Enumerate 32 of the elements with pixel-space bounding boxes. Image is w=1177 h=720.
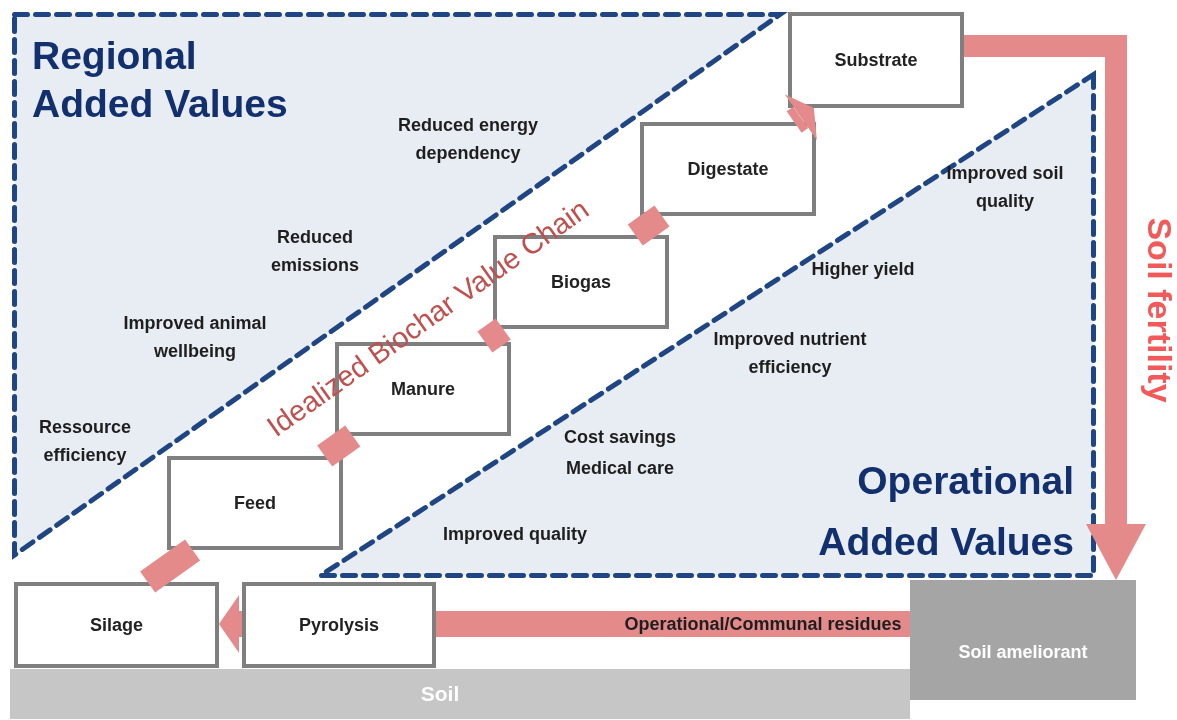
- soil-band: [10, 669, 910, 719]
- value-label: Cost savings: [562, 426, 677, 449]
- process-box: [640, 122, 816, 216]
- soil-ameliorant-block: [910, 580, 1136, 700]
- value-label: Reduced emissions: [269, 226, 360, 277]
- step-label: Substrate: [834, 49, 918, 71]
- value-label: Improved nutrient efficiency: [712, 328, 868, 379]
- value-label: Higher yield: [810, 258, 916, 281]
- block-label: Soil ameliorant: [958, 641, 1088, 663]
- process-box: [167, 456, 343, 550]
- step-label: Pyrolysis: [298, 614, 380, 636]
- value-label: Medical care: [564, 457, 676, 480]
- arrow: [784, 94, 817, 141]
- value-label: Improved soil quality: [945, 162, 1065, 213]
- process-box: [14, 582, 219, 668]
- process-box: [788, 12, 964, 108]
- arrow: [964, 35, 1146, 580]
- step-label: Biogas: [551, 271, 611, 293]
- step-label: Feed: [234, 492, 276, 514]
- region-title: Regional Added Values: [32, 33, 289, 127]
- step-label: Manure: [391, 378, 455, 400]
- arrow: [219, 595, 242, 653]
- step-label: Silage: [90, 614, 143, 636]
- region-title: Operational Added Values: [817, 458, 1074, 565]
- band-label: Soil: [420, 682, 460, 706]
- step-label: Digestate: [687, 158, 769, 180]
- value-label: Improved animal wellbeing: [122, 312, 267, 363]
- value-label: Ressource efficiency: [37, 416, 133, 467]
- value-label: Reduced energy dependency: [396, 114, 539, 165]
- process-box: [242, 582, 436, 668]
- edge-label: Soil fertility: [1139, 217, 1177, 403]
- value-label: Improved quality: [442, 523, 588, 546]
